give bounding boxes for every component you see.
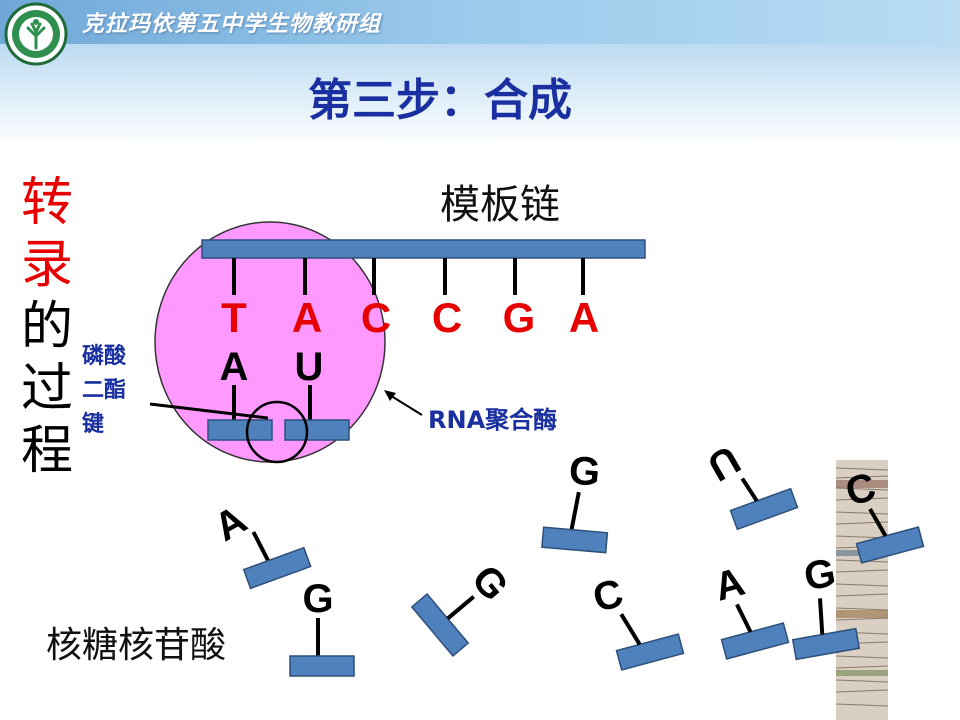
free-base: C bbox=[841, 465, 880, 515]
template-base: C bbox=[432, 294, 462, 341]
book-stack-illustration bbox=[835, 460, 889, 720]
side-title-char: 转 bbox=[20, 173, 73, 233]
template-base: G bbox=[503, 294, 536, 341]
free-nucleotide: G bbox=[541, 448, 609, 554]
free-nucleotide: G bbox=[791, 551, 861, 661]
free-nucleotide: A bbox=[207, 498, 312, 590]
side-title-char: 的 bbox=[20, 297, 73, 357]
rna-sugar-block bbox=[284, 419, 350, 441]
school-logo-icon bbox=[4, 2, 68, 66]
bond-label-line: 键 bbox=[82, 412, 105, 437]
template-strand-label: 模板链 bbox=[440, 182, 560, 228]
free-base: A bbox=[207, 498, 254, 551]
free-base: G bbox=[801, 551, 839, 600]
template-strand-backbone bbox=[201, 239, 646, 259]
free-base: U bbox=[700, 437, 747, 490]
bond-label: 磷酸 二酯 键 bbox=[82, 340, 152, 442]
enzyme-pointer-arrow bbox=[384, 390, 396, 401]
slide-title: 第三步：合成 bbox=[308, 75, 572, 126]
template-stems bbox=[232, 258, 585, 295]
phosphodiester-bond-circle bbox=[245, 400, 309, 464]
bond-label-line: 二酯 bbox=[82, 378, 127, 403]
rna-sugar-block bbox=[207, 419, 273, 441]
paired-base: A bbox=[220, 345, 249, 389]
bond-pointer-line bbox=[149, 402, 269, 420]
header-bar bbox=[0, 0, 960, 44]
template-base: T bbox=[221, 294, 247, 341]
free-base: C bbox=[588, 571, 627, 621]
side-title: 转 录 的 过 程 bbox=[14, 172, 80, 482]
side-title-char: 录 bbox=[20, 235, 73, 295]
free-nucleotide: A bbox=[710, 560, 790, 660]
free-nucleotide: G bbox=[410, 557, 517, 657]
bond-label-line: 磷酸 bbox=[82, 344, 127, 369]
template-base: C bbox=[361, 294, 391, 341]
side-title-char: 过 bbox=[20, 359, 73, 419]
free-nucleotide: C bbox=[841, 465, 925, 564]
free-nucleotide: C bbox=[588, 571, 685, 671]
free-nucleotide: U bbox=[700, 437, 799, 531]
free-nucleotide: G bbox=[289, 577, 355, 677]
free-base: A bbox=[710, 560, 749, 610]
enzyme-label: RNA聚合酶 bbox=[428, 406, 558, 434]
free-base: G bbox=[567, 448, 602, 495]
enzyme-pointer-line bbox=[387, 393, 423, 416]
free-base: G bbox=[302, 577, 333, 621]
school-name: 克拉玛依第五中学生物教研组 bbox=[82, 12, 382, 37]
paired-base: U bbox=[295, 345, 324, 389]
template-base: A bbox=[569, 294, 599, 341]
side-title-char: 程 bbox=[20, 421, 73, 481]
nucleotides-label: 核糖核苷酸 bbox=[46, 625, 227, 666]
template-base: A bbox=[292, 294, 322, 341]
